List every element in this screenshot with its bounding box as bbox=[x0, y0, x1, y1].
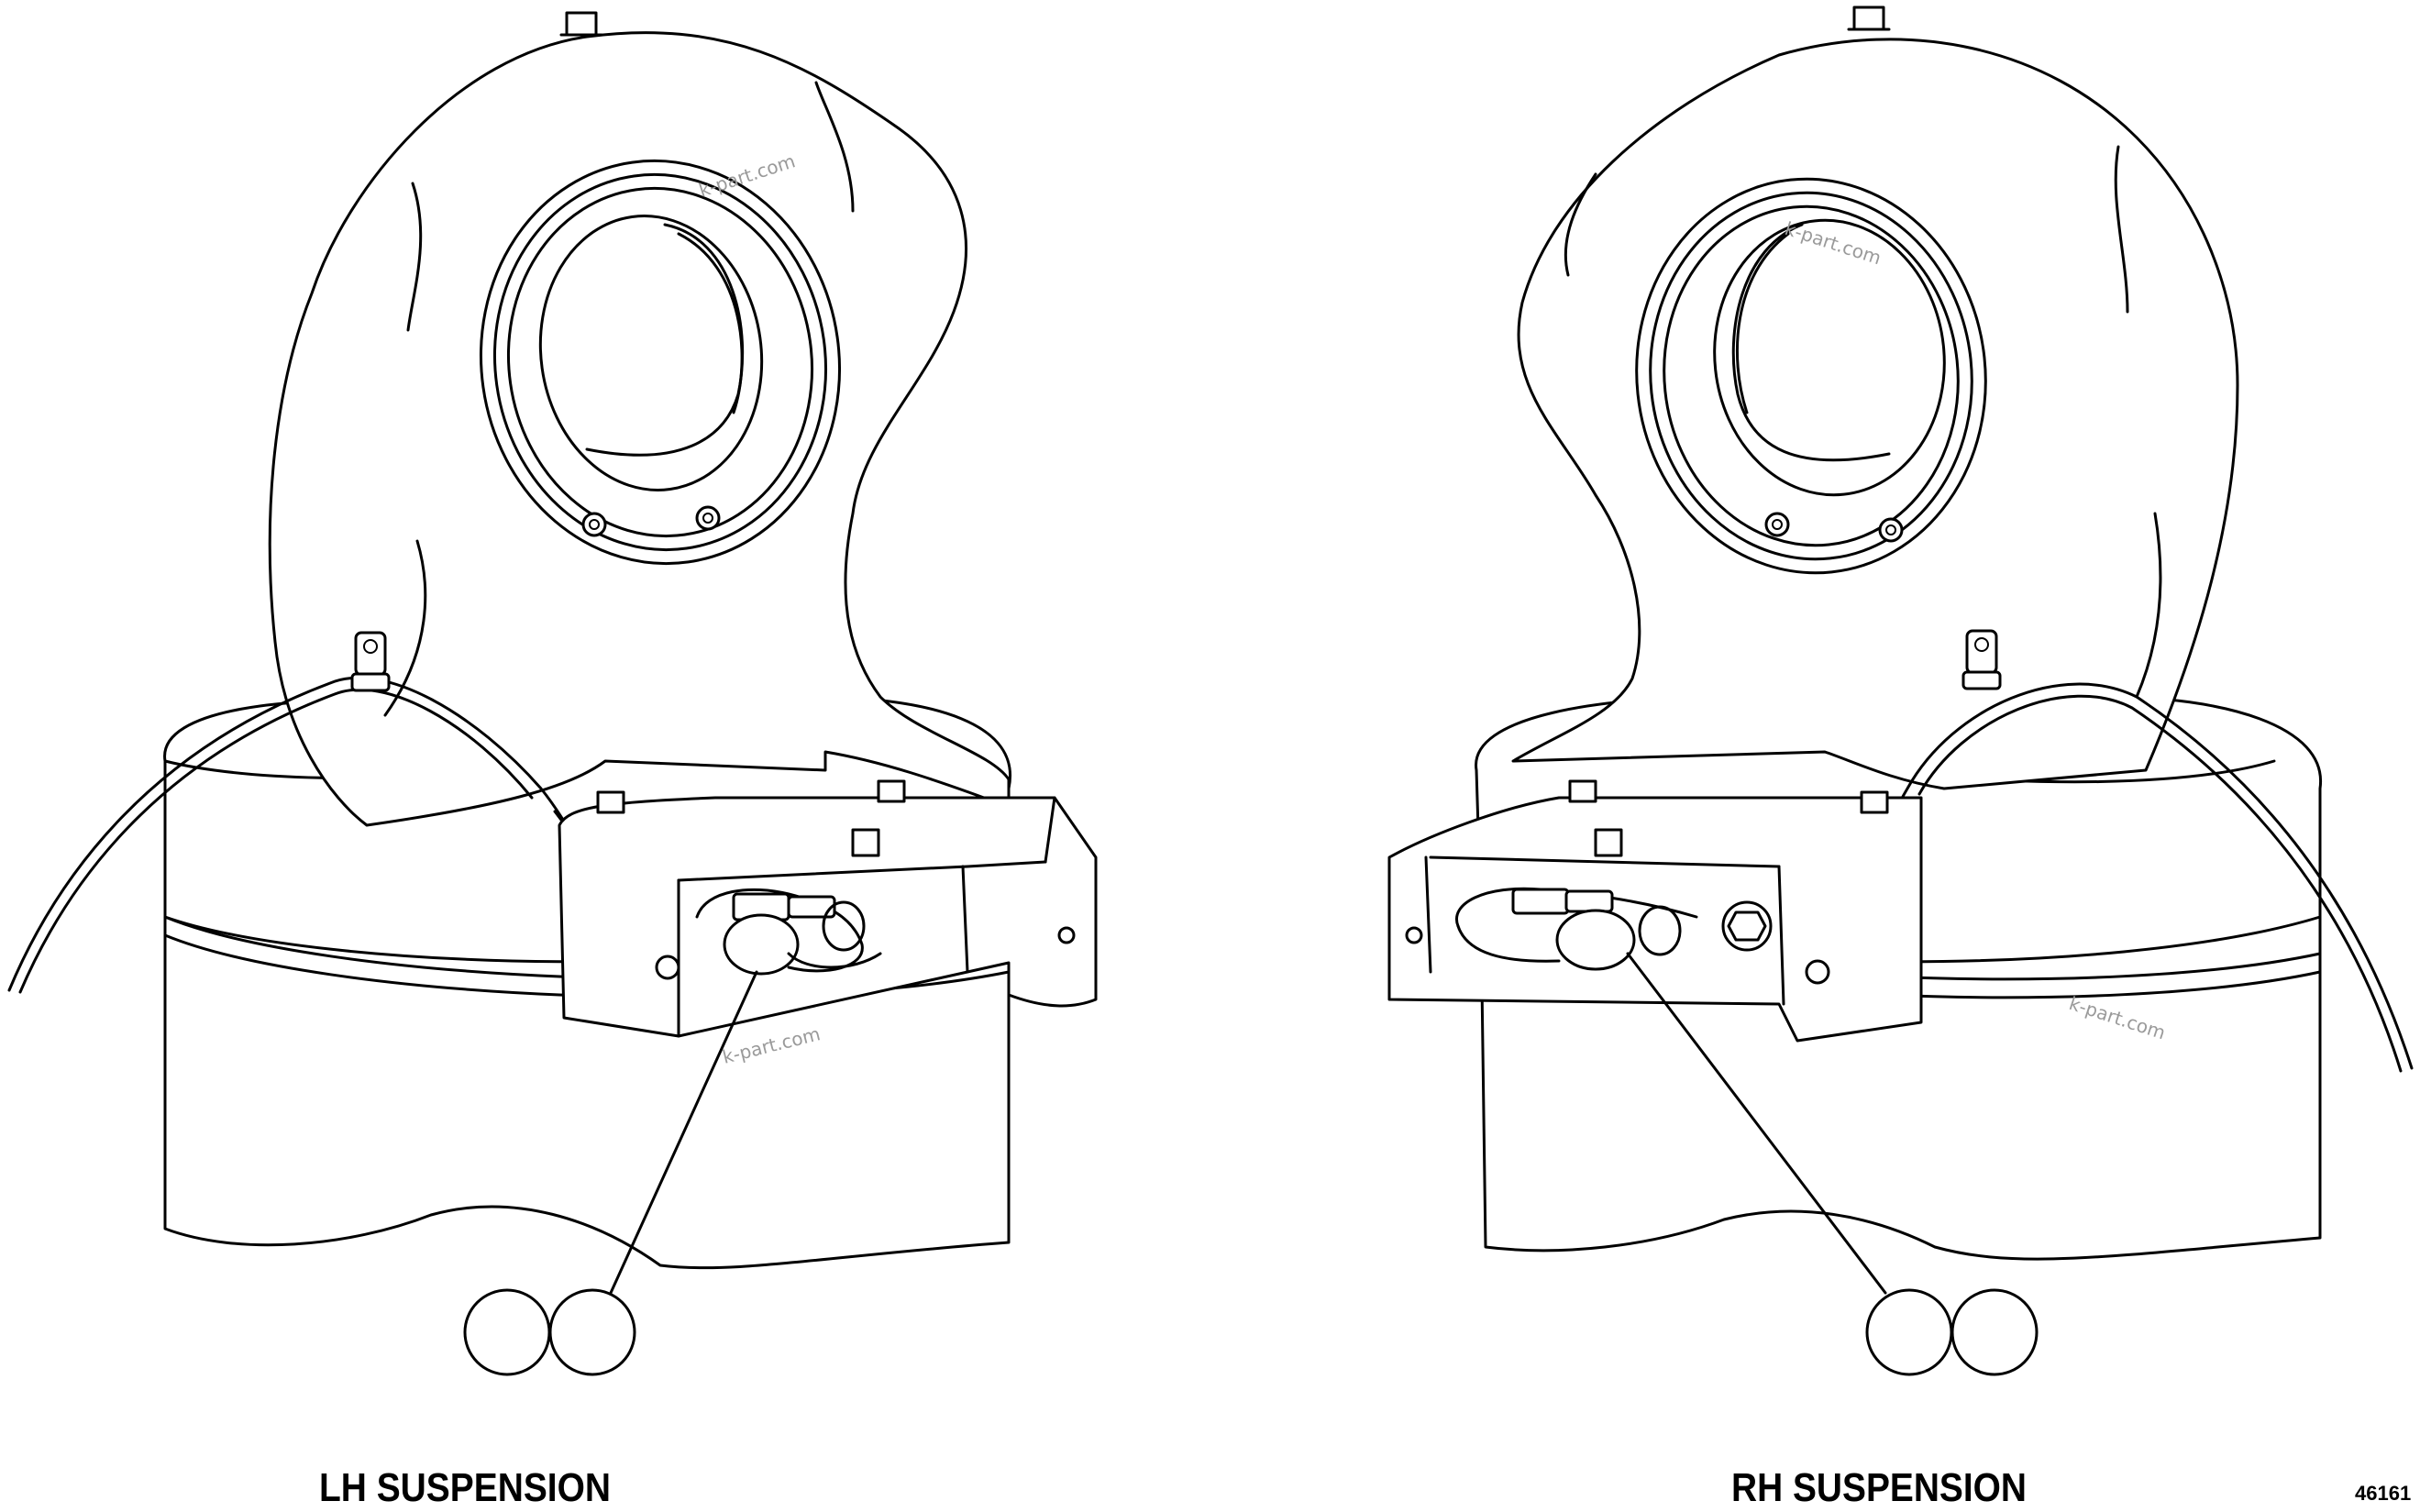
rh-suspension-label: RH SUSPENSION bbox=[1731, 1465, 2027, 1510]
lh-callout-bubble-2 bbox=[548, 1288, 636, 1376]
lh-sensor-connector bbox=[695, 888, 882, 976]
rh-suspension-assembly bbox=[1387, 6, 2414, 1376]
rh-bracket-bolts bbox=[1568, 779, 1889, 857]
rh-top-bolt bbox=[1847, 6, 1891, 31]
rh-sensor-connector bbox=[1455, 887, 1773, 971]
rh-wire-clip bbox=[1961, 629, 2002, 690]
lh-bearing-bore bbox=[538, 215, 764, 491]
lh-wire-clip bbox=[350, 631, 391, 692]
lh-top-bolt bbox=[559, 11, 603, 37]
rh-callout-bubble-2 bbox=[1950, 1288, 2039, 1376]
lh-suspension-label: LH SUSPENSION bbox=[319, 1465, 611, 1510]
rh-bearing-bore bbox=[1713, 218, 1946, 497]
lh-leader-line bbox=[609, 970, 758, 1295]
lh-callout-bubble-1 bbox=[463, 1288, 551, 1376]
lh-suspension-assembly bbox=[7, 11, 1098, 1376]
rh-callout-bubble-1 bbox=[1865, 1288, 1953, 1376]
figure-number: 46161 bbox=[2355, 1482, 2411, 1505]
lh-bracket-bolts bbox=[596, 779, 906, 857]
rh-leader-line bbox=[1626, 952, 1887, 1295]
